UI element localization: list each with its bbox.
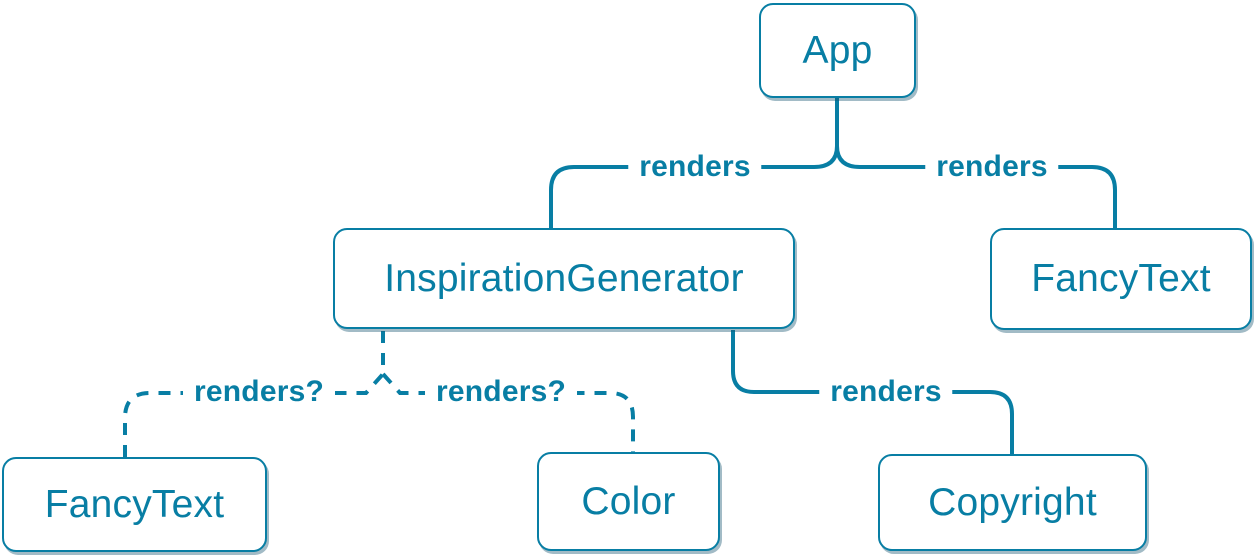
- node-inspiration-generator-label: InspirationGenerator: [384, 256, 744, 300]
- node-inspiration-generator: InspirationGenerator: [333, 228, 795, 329]
- edge-label-renders-right: renders: [925, 149, 1059, 185]
- node-color: Color: [537, 452, 720, 551]
- node-app-label: App: [802, 28, 873, 72]
- node-color-label: Color: [581, 479, 676, 523]
- node-fancy-text-top: FancyText: [990, 228, 1252, 330]
- node-fancy-text-bottom-label: FancyText: [44, 482, 225, 526]
- edge-label-renders-conditional-left: renders?: [183, 374, 335, 410]
- edge-inspirationgenerator-to-color-conditional: [381, 372, 635, 453]
- node-fancy-text-bottom: FancyText: [2, 457, 267, 552]
- edge-label-renders-conditional-right: renders?: [425, 374, 577, 410]
- edge-label-renders-left: renders: [628, 149, 762, 185]
- node-copyright: Copyright: [878, 454, 1147, 551]
- edge-label-renders-copyright: renders: [819, 374, 953, 410]
- node-app: App: [759, 3, 916, 98]
- node-fancy-text-top-label: FancyText: [1031, 257, 1211, 300]
- node-copyright-label: Copyright: [928, 480, 1097, 524]
